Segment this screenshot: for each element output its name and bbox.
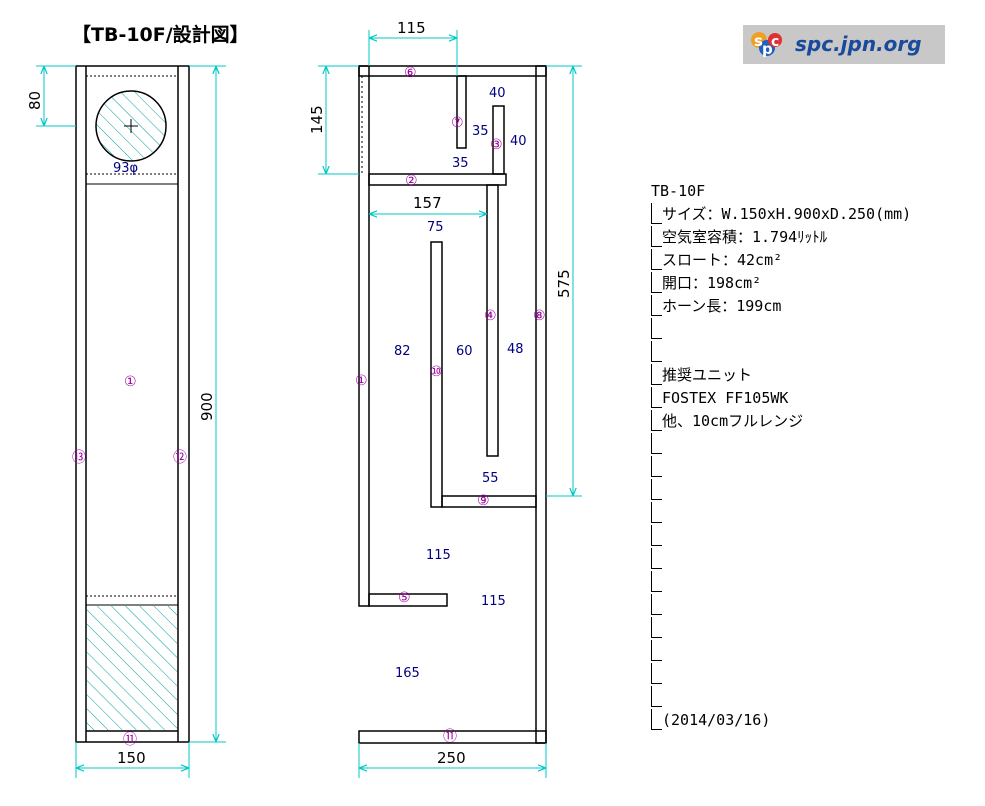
- front-width-label: 150: [117, 749, 146, 767]
- spec-line: [651, 525, 662, 548]
- side-label-40a: 40: [489, 86, 506, 101]
- side-board-4: [486, 184, 499, 457]
- spec-line: [651, 640, 662, 663]
- spec-line: 空気室容積：1.794ﾘｯﾄﾙ: [651, 226, 827, 249]
- spec-line: [651, 318, 662, 341]
- spec-line: [651, 456, 662, 479]
- spec-line: [651, 479, 662, 502]
- side-label-60: 60: [456, 344, 473, 359]
- side-panel-11: ⑪: [443, 729, 457, 745]
- side-board-3: [492, 105, 505, 175]
- spec-line: [651, 663, 662, 686]
- front-view: 93φ ① ⑬ ⑫ ⑪ 150 900 80: [26, 65, 226, 778]
- side-board-9: [441, 495, 537, 508]
- svg-text:c: c: [771, 34, 779, 50]
- side-panel-9: ⑨: [477, 493, 490, 509]
- front-panel-1: ①: [124, 374, 137, 390]
- side-width-label: 250: [437, 749, 466, 767]
- side-left-wall: [358, 65, 370, 607]
- spec-line: [651, 341, 662, 364]
- side-right-wall: [535, 65, 547, 744]
- side-bottom-board: [358, 730, 547, 744]
- side-panel-4: ④: [484, 308, 497, 324]
- front-panel-11: ⑪: [123, 732, 137, 748]
- spec-line: [651, 433, 662, 456]
- side-panel-8: ⑧: [533, 308, 546, 324]
- side-board-5: [368, 593, 448, 607]
- side-panel-5: ⑤: [398, 590, 411, 606]
- side-label-115a: 115: [426, 548, 451, 563]
- front-outer: [75, 65, 190, 743]
- side-panel-3: ③: [490, 137, 503, 153]
- spc-logo[interactable]: s p c spc.jpn.org: [743, 25, 945, 64]
- spec-line: ホーン長：199cm: [651, 295, 781, 318]
- side-top-board: [358, 65, 547, 77]
- side-145-label: 145: [308, 105, 326, 134]
- spec-line: TB-10F: [651, 182, 706, 200]
- side-label-55: 55: [482, 471, 499, 486]
- front-panel-12: ⑫: [173, 450, 187, 466]
- side-label-82: 82: [394, 344, 411, 359]
- spec-line: 他、10cmフルレンジ: [651, 410, 803, 433]
- side-label-35b: 35: [452, 156, 469, 171]
- spc-logo-icon: s p c: [751, 32, 782, 58]
- spec-line: 推奨ユニット: [651, 364, 752, 387]
- side-label-40b: 40: [510, 134, 527, 149]
- side-panel-2: ②: [405, 173, 418, 189]
- front-hatch-area: [87, 606, 177, 730]
- spec-line: [651, 617, 662, 640]
- front-panel-13: ⑬: [72, 450, 86, 466]
- side-label-75: 75: [427, 220, 444, 235]
- spec-line: 開口：198cm²: [651, 272, 761, 295]
- side-label-48: 48: [507, 342, 524, 357]
- side-top-width-label: 115: [397, 19, 426, 37]
- driver-label: 93φ: [113, 161, 138, 176]
- side-board-2: [368, 173, 507, 186]
- side-panel-10: ⑩: [430, 364, 443, 380]
- side-label-115b: 115: [481, 594, 506, 609]
- drawing-title: 【TB-10F/設計図】: [72, 24, 249, 46]
- side-575-label: 575: [555, 269, 573, 298]
- logo-text: spc.jpn.org: [795, 32, 922, 56]
- spec-line: [651, 571, 662, 594]
- spec-line: [651, 594, 662, 617]
- front-height-label: 900: [198, 392, 216, 421]
- spec-line: [651, 686, 662, 709]
- side-board-7: [456, 75, 467, 149]
- spec-line: [651, 502, 662, 525]
- side-view: 40 35 40 35 75 82 60 48 55 115 115 165 ⑥…: [308, 19, 582, 778]
- side-panel-7: ⑦: [451, 115, 464, 131]
- front-top-label: 80: [26, 91, 44, 110]
- side-157-label: 157: [413, 194, 442, 212]
- side-label-165: 165: [395, 666, 420, 681]
- spec-line: [651, 548, 662, 571]
- side-board-10: [430, 241, 443, 508]
- side-panel-1: ①: [355, 373, 368, 389]
- svg-text:s: s: [754, 32, 763, 50]
- svg-text:p: p: [762, 40, 773, 58]
- side-panel-6: ⑥: [404, 65, 417, 81]
- spec-line: (2014/03/16): [651, 709, 770, 732]
- spec-line: FOSTEX FF105WK: [651, 387, 788, 410]
- spec-line: スロート：42cm²: [651, 249, 782, 272]
- side-label-35a: 35: [472, 124, 489, 139]
- spec-line: サイズ：W.150xH.900xD.250(mm): [651, 203, 911, 226]
